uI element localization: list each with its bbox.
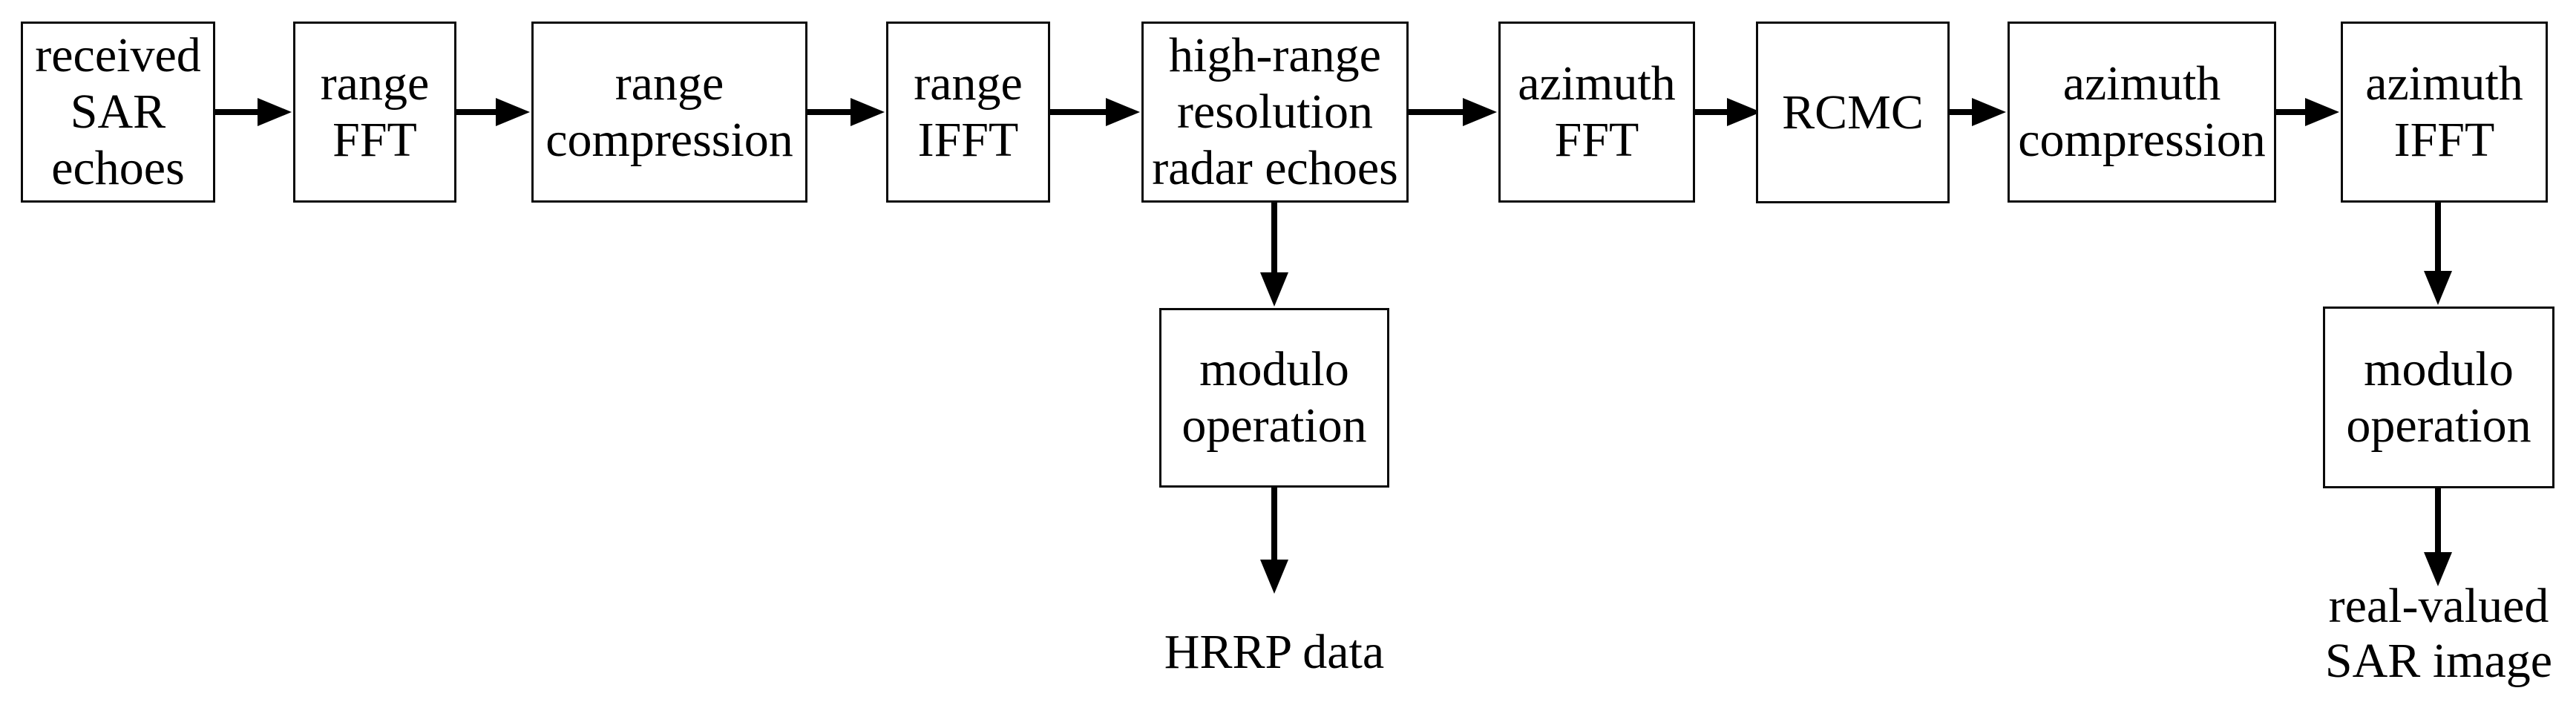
box-received-sar-echoes: received SAR echoes: [21, 22, 215, 203]
box-range-ifft-label: range IFFT: [914, 56, 1023, 167]
right-arrow-icon: [215, 98, 292, 126]
box-azimuth-fft-label: azimuth FFT: [1518, 56, 1676, 167]
box-azimuth-compression-label: azimuth compression: [2018, 56, 2266, 167]
box-range-fft: range FFT: [293, 22, 456, 203]
down-arrow-icon: [1260, 203, 1288, 307]
box-received-sar-echoes-label: received SAR echoes: [35, 28, 201, 195]
box-azimuth-ifft: azimuth IFFT: [2341, 22, 2548, 203]
box-range-compression: range compression: [531, 22, 807, 203]
box-azimuth-compression: azimuth compression: [2008, 22, 2276, 203]
box-range-compression-label: range compression: [545, 56, 793, 167]
right-arrow-icon: [807, 98, 885, 126]
down-arrow-icon: [1260, 488, 1288, 594]
box-rcmc-label: RCMC: [1782, 85, 1924, 140]
down-arrow-icon: [2424, 203, 2452, 305]
box-rcmc: RCMC: [1756, 22, 1950, 203]
box-modulo-operation-hrrp-label: modulo operation: [1182, 342, 1367, 453]
right-arrow-icon: [1050, 98, 1140, 126]
box-modulo-operation-hrrp: modulo operation: [1159, 308, 1389, 488]
box-modulo-operation-sar-image: modulo operation: [2323, 307, 2554, 488]
box-range-ifft: range IFFT: [886, 22, 1050, 203]
right-arrow-icon: [2276, 98, 2339, 126]
box-high-range-resolution-radar-echoes: high-range resolution radar echoes: [1141, 22, 1409, 203]
box-high-range-resolution-radar-echoes-label: high-range resolution radar echoes: [1152, 28, 1398, 195]
right-arrow-icon: [1409, 98, 1497, 126]
box-azimuth-ifft-label: azimuth IFFT: [2365, 56, 2523, 167]
box-azimuth-fft: azimuth FFT: [1498, 22, 1695, 203]
down-arrow-icon: [2424, 488, 2452, 586]
real-valued-sar-image-label: real-valued SAR image: [2324, 579, 2553, 688]
right-arrow-icon: [1695, 98, 1761, 126]
right-arrow-icon: [1950, 98, 2006, 126]
hrrp-data-label: HRRP data: [1164, 625, 1385, 679]
box-range-fft-label: range FFT: [320, 56, 430, 167]
right-arrow-icon: [456, 98, 530, 126]
box-modulo-operation-sar-image-label: modulo operation: [2346, 341, 2531, 453]
